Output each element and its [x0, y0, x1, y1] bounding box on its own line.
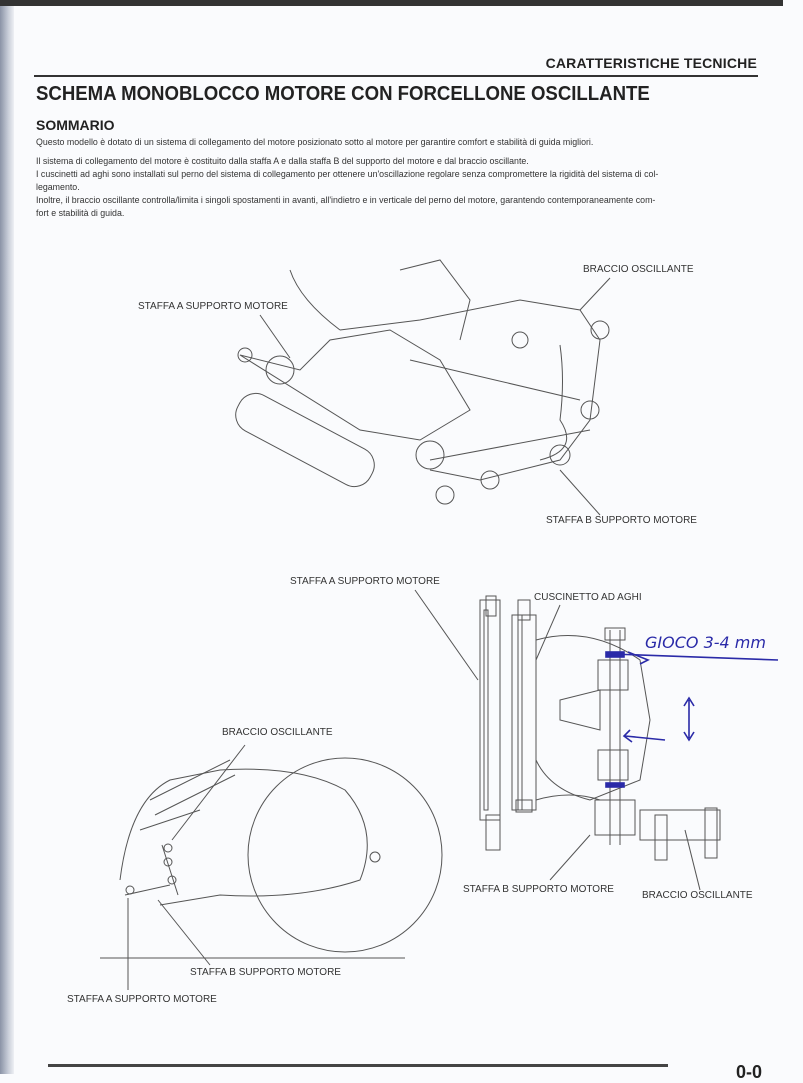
- subtitle: SOMMARIO: [36, 117, 115, 133]
- paragraph: Il sistema di collegamento del motore è …: [36, 156, 529, 167]
- label-staffa-b: STAFFA B SUPPORTO MOTORE: [463, 884, 614, 895]
- footer-rule: [48, 1064, 668, 1067]
- paragraph: I cuscinetti ad aghi sono installati sul…: [36, 169, 659, 180]
- paragraph: legamento.: [36, 182, 80, 193]
- page-number: 0-0: [736, 1062, 763, 1082]
- label-staffa-a: STAFFA A SUPPORTO MOTORE: [67, 994, 217, 1005]
- figure1-drawing: [235, 259, 611, 516]
- paragraph: fort e stabilità di guida.: [36, 208, 125, 219]
- figure2-drawing: [414, 589, 721, 891]
- label-braccio-oscillante: BRACCIO OSCILLANTE: [583, 264, 694, 275]
- label-staffa-a: STAFFA A SUPPORTO MOTORE: [138, 301, 288, 312]
- label-staffa-a: STAFFA A SUPPORTO MOTORE: [290, 576, 440, 587]
- scan-border: [0, 0, 783, 6]
- scan-edge: [0, 0, 14, 1074]
- paragraph: Inoltre, il braccio oscillante controlla…: [36, 195, 656, 206]
- label-cuscinetto: CUSCINETTO AD AGHI: [534, 592, 642, 603]
- label-braccio-oscillante: BRACCIO OSCILLANTE: [642, 890, 753, 901]
- section-header: CARATTERISTICHE TECNICHE: [545, 55, 757, 71]
- page-title: SCHEMA MONOBLOCCO MOTORE CON FORCELLONE …: [36, 83, 650, 105]
- paragraph: Questo modello è dotato di un sistema di…: [36, 137, 594, 148]
- handwritten-note: GIOCO 3-4 mm: [645, 633, 766, 652]
- label-braccio-oscillante: BRACCIO OSCILLANTE: [222, 727, 333, 738]
- label-staffa-b: STAFFA B SUPPORTO MOTORE: [546, 515, 697, 526]
- handwritten-marks: [605, 651, 779, 788]
- figure3-drawing: [100, 744, 443, 990]
- header-rule: [34, 75, 758, 77]
- label-staffa-b: STAFFA B SUPPORTO MOTORE: [190, 967, 341, 978]
